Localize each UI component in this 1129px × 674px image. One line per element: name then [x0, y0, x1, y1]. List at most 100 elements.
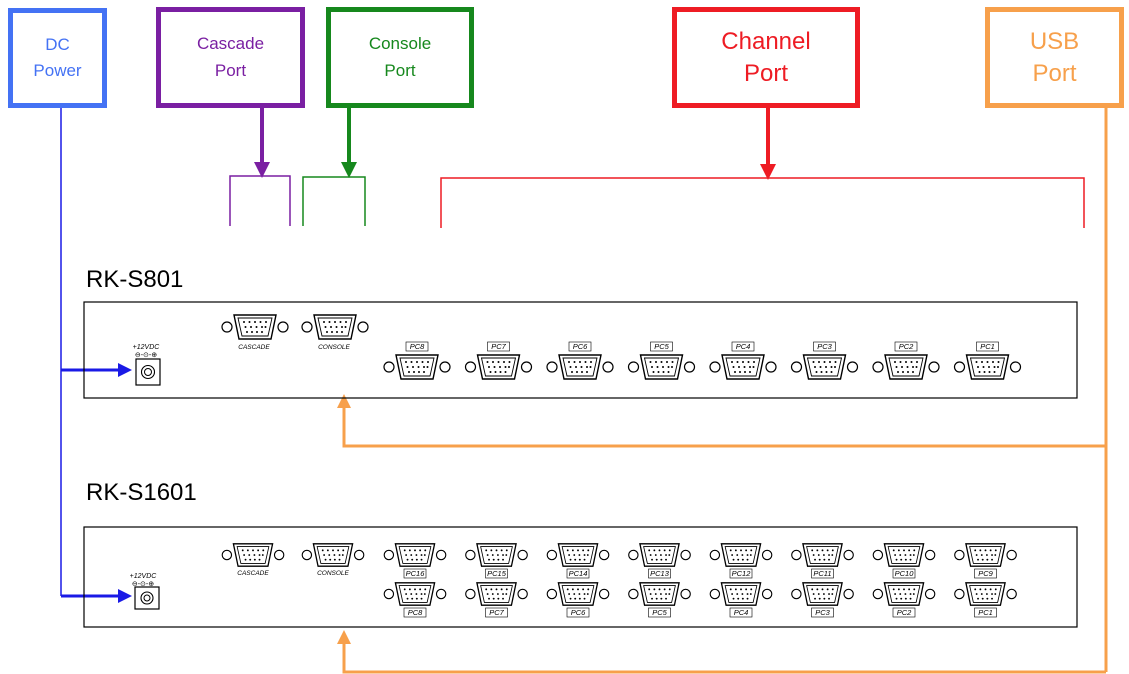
s801-port-pc3-connector	[790, 354, 859, 380]
s1601-port-pc16-connector	[383, 543, 447, 567]
s801-port-pc8-label: PC8	[410, 342, 425, 351]
s801-port-pc6-label: PC6	[573, 342, 588, 351]
s1601-port-pc2-b-label-box	[892, 607, 916, 618]
usb-port-label: USB Port	[985, 7, 1124, 108]
console-port-s1601	[301, 543, 365, 567]
s1601-port-pc11-connector	[791, 543, 854, 567]
cascade-label-s801: CASCADE	[238, 344, 270, 351]
s1601-port-pc11-label-box	[811, 568, 834, 579]
s801-port-pc7-connector	[464, 354, 533, 380]
s1601-port-pc8-b-label: PC8	[408, 608, 423, 617]
s1601-port-pc1-b-connector	[954, 582, 1017, 606]
s801-port-pc3-label: PC3	[817, 342, 832, 351]
s1601-port-pc10-label: PC10	[895, 569, 915, 578]
console-port-bracket	[302, 108, 366, 226]
console-port-label-text: Console Port	[368, 34, 432, 80]
s1601-port-pc7-b-label: PC7	[489, 608, 504, 617]
dc-power-connector-line	[60, 107, 132, 603]
s1601-port-pc6-b-label-box	[566, 607, 590, 618]
svg-text:⊖-⊙-⊕: ⊖-⊙-⊕	[132, 581, 154, 588]
s1601-port-pc7-b-connector	[465, 582, 528, 606]
s801-port-pc6-connector	[546, 354, 614, 380]
s1601-port-pc12-label: PC12	[732, 569, 752, 578]
dc-power-label: DC Power	[8, 8, 107, 108]
s1601-port-pc14-label: PC14	[569, 569, 588, 578]
usb-port-label-text: USB Port	[1029, 28, 1080, 87]
s801-port-pc4-label: PC4	[736, 342, 751, 351]
s1601-port-pc10-label-box	[892, 568, 916, 579]
s801-port-pc5-label: PC5	[654, 342, 669, 351]
s801-port-pc7-label: PC7	[491, 342, 506, 351]
s801-port-pc2-label: PC2	[899, 342, 914, 351]
cascade-port-label-text: Cascade Port	[196, 34, 265, 80]
s1601-port-pc5-b-label: PC5	[652, 608, 667, 617]
s1601-port-pc13-label-box	[648, 568, 671, 579]
s1601-port-pc13-label: PC13	[650, 569, 670, 578]
s1601-port-pc16-label-box	[403, 568, 427, 579]
s801-port-pc8-label-box	[405, 341, 429, 352]
s1601-port-pc14-connector	[546, 543, 610, 567]
cascade-port-bracket	[229, 108, 291, 226]
s1601-port-pc1-b-label-box	[974, 607, 997, 618]
s1601-port-pc3-b-connector	[791, 582, 854, 606]
s1601-port-pc7-b-label-box	[485, 607, 508, 618]
model-name-rk-s801: RK-S801	[86, 266, 184, 293]
s801-port-pc3-label-box	[813, 341, 836, 352]
s1601-port-pc14-label-box	[566, 568, 590, 579]
s801-port-pc2-connector	[872, 354, 940, 380]
s1601-port-pc4-b-label: PC4	[734, 608, 749, 617]
power-label-s801: +12VDC	[133, 344, 161, 351]
s801-port-pc1-connector	[953, 354, 1022, 380]
cascade-label-s1601: CASCADE	[237, 570, 269, 577]
s1601-port-pc1-b-label: PC1	[978, 608, 993, 617]
dc-jack-s1601: ⊖-⊙-⊕	[132, 581, 160, 610]
s1601-port-pc15-label-box	[485, 568, 508, 579]
s1601-port-pc12-connector	[709, 543, 773, 567]
cascade-port-label: Cascade Port	[156, 7, 305, 108]
channel-port-label: Channel Port	[672, 7, 860, 108]
s1601-port-pc3-b-label: PC3	[815, 608, 830, 617]
s1601-port-pc6-b-connector	[546, 582, 610, 606]
s1601-port-pc2-b-connector	[872, 582, 936, 606]
channel-port-label-text: Channel Port	[721, 28, 811, 87]
s801-port-pc1-label: PC1	[980, 342, 995, 351]
model-name-rk-s1601: RK-S1601	[86, 479, 197, 506]
s801-port-pc5-connector	[627, 354, 696, 380]
s801-port-pc4-connector	[709, 354, 777, 380]
s1601-port-pc11-label: PC11	[813, 569, 831, 578]
s1601-port-pc12-label-box	[729, 568, 753, 579]
s1601-port-pc5-b-connector	[628, 582, 691, 606]
svg-text:⊖-⊙-⊕: ⊖-⊙-⊕	[135, 352, 157, 359]
usb-port-connector-line	[337, 107, 1108, 674]
s1601-port-pc5-b-label-box	[648, 607, 671, 618]
cascade-port-s1601	[221, 543, 285, 567]
console-port-label: Console Port	[326, 7, 474, 108]
s1601-port-pc16-label: PC16	[406, 569, 426, 578]
s1601-port-pc6-b-label: PC6	[571, 608, 586, 617]
s1601-port-pc15-label: PC15	[487, 569, 507, 578]
s1601-port-pc8-b-label-box	[403, 607, 427, 618]
s1601-port-pc8-b-connector	[383, 582, 447, 606]
dc-power-label-text: DC Power	[33, 34, 82, 80]
s1601-port-pc4-b-label-box	[729, 607, 753, 618]
power-label-s1601: +12VDC	[130, 573, 158, 580]
s1601-port-pc9-label: PC9	[978, 569, 993, 578]
cascade-port-s801	[221, 314, 289, 340]
s801-port-pc1-label-box	[976, 341, 999, 352]
s801-port-pc7-label-box	[487, 341, 510, 352]
console-port-s801	[301, 314, 369, 340]
s1601-port-pc10-connector	[872, 543, 936, 567]
s1601-port-pc13-connector	[628, 543, 691, 567]
s801-port-pc4-label-box	[731, 341, 755, 352]
dc-jack-s801: ⊖-⊙-⊕	[135, 352, 161, 386]
s801-port-pc8-connector	[383, 354, 451, 380]
console-label-s801: CONSOLE	[318, 344, 350, 351]
rk-s801-panel: +12VDC ⊖-⊙-⊕ CASCADE CONSOLE PC8 PC7 PC6 PC…	[83, 301, 1078, 399]
s801-port-pc2-label-box	[894, 341, 918, 352]
s1601-port-pc9-label-box	[974, 568, 997, 579]
channel-port-bracket	[440, 108, 1085, 228]
s1601-port-pc2-b-label: PC2	[897, 608, 912, 617]
s1601-port-pc4-b-connector	[709, 582, 773, 606]
s801-port-pc5-label-box	[650, 341, 673, 352]
